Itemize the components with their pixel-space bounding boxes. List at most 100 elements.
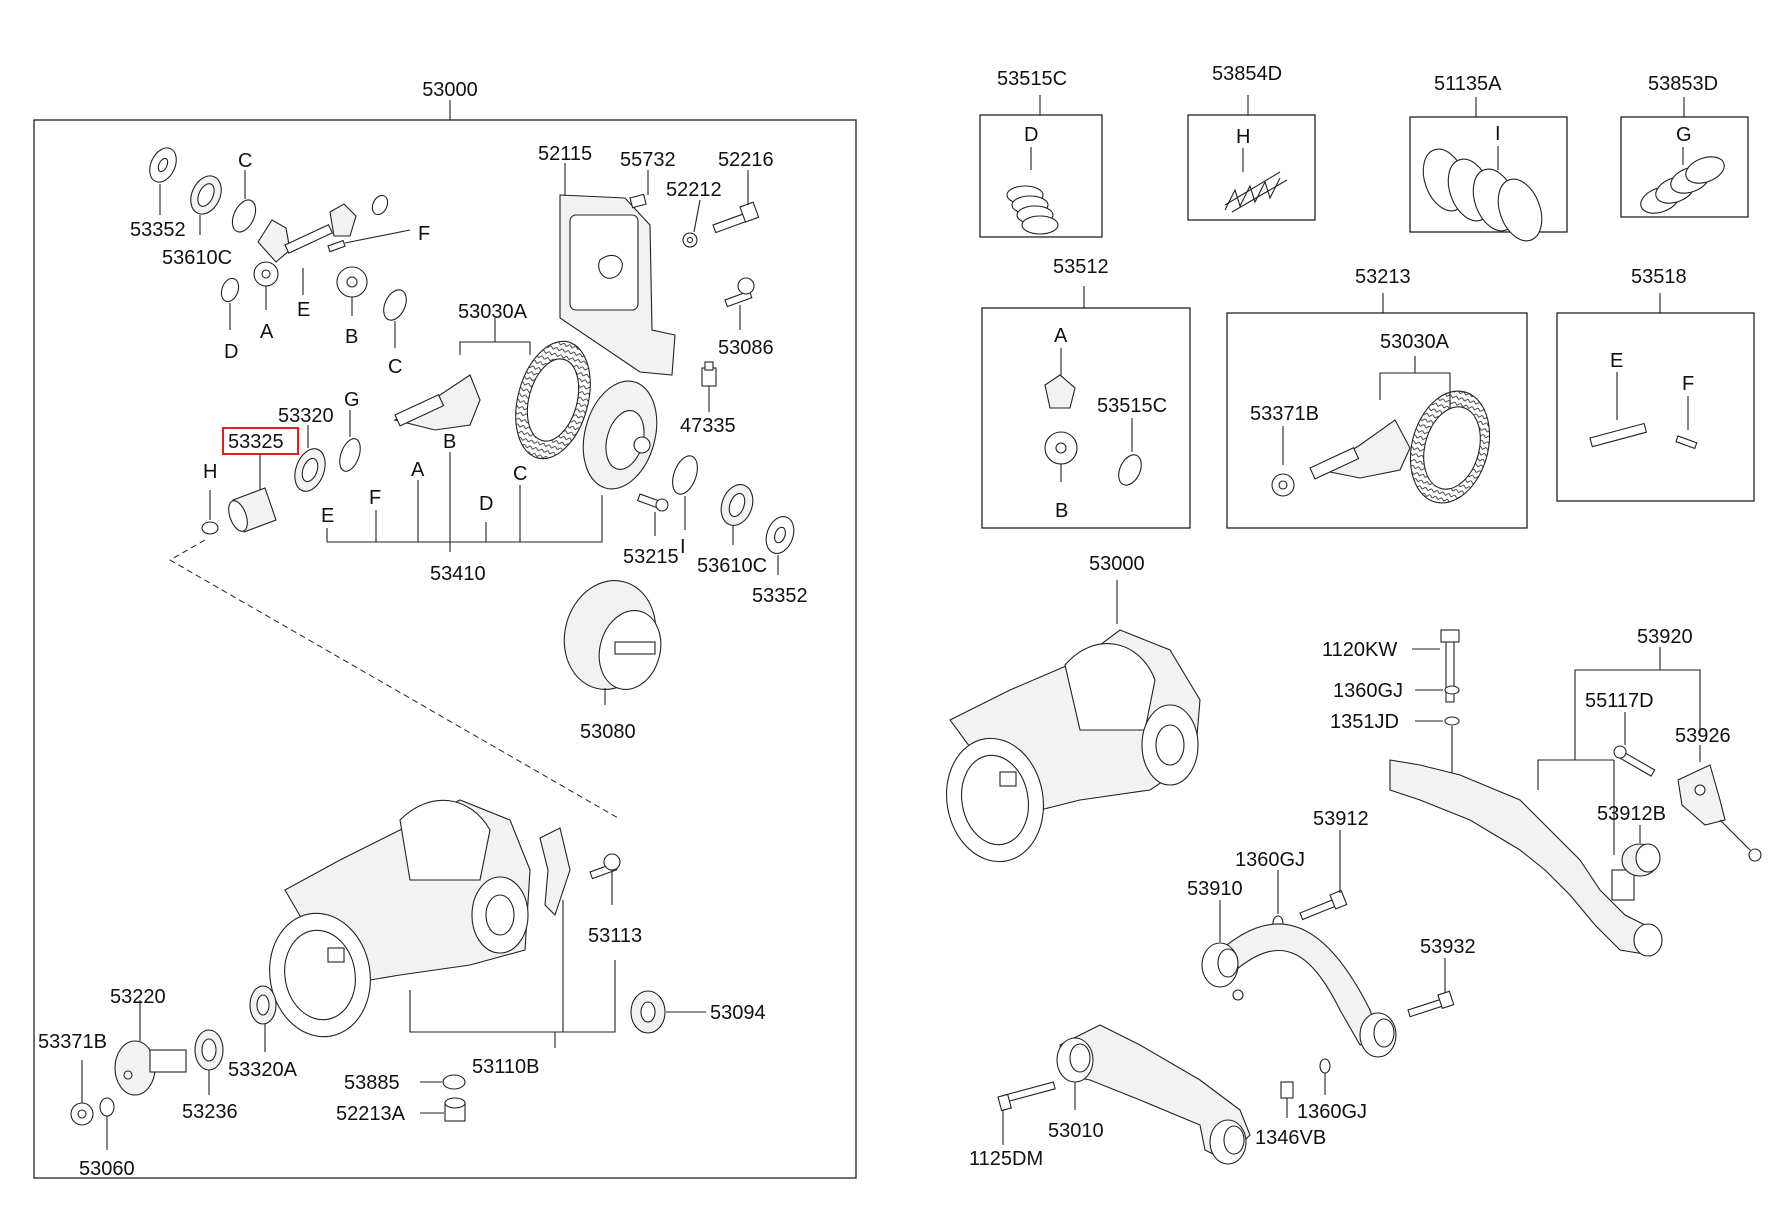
label-52213a[interactable]: 52213A (336, 1103, 406, 1125)
label-kit-51135a-i[interactable]: I (1495, 123, 1501, 145)
label-53060[interactable]: 53060 (79, 1158, 135, 1180)
part-g-shim[interactable]: G (336, 389, 365, 474)
part-53912b-bushing[interactable]: 53912B (1597, 803, 1666, 877)
part-55117d-bolt[interactable]: 55117D (1585, 690, 1656, 777)
label-53220[interactable]: 53220 (110, 986, 166, 1008)
label-53113[interactable]: 53113 (588, 925, 642, 947)
part-53320-bearing[interactable]: 53320 (278, 405, 334, 495)
part-53910-arm[interactable]: 53910 (1187, 878, 1397, 1058)
part-carrier-housing[interactable] (260, 799, 531, 1045)
kit-53854d[interactable]: 53854D H (1187, 63, 1316, 221)
label-52216[interactable]: 52216 (718, 149, 774, 171)
label-53000-right[interactable]: 53000 (1089, 553, 1145, 575)
part-52216-bolt[interactable]: 52216 (712, 149, 774, 234)
part-53926-bracket[interactable]: 53926 (1675, 725, 1762, 862)
part-c-washer-mid[interactable]: C (369, 193, 410, 378)
part-pinion-gear-b[interactable]: B (329, 203, 368, 348)
part-53086-bolt[interactable]: 53086 (718, 277, 774, 359)
label-53236[interactable]: 53236 (182, 1101, 238, 1123)
label-1125dm[interactable]: 1125DM (969, 1148, 1043, 1170)
label-1360gj-b[interactable]: 1360GJ (1235, 849, 1305, 871)
label-kit-53518-e[interactable]: E (1610, 350, 1623, 372)
label-1346vb[interactable]: 1346VB (1255, 1127, 1326, 1149)
label-kit-53854d-h[interactable]: H (1236, 126, 1250, 148)
kit-53853d[interactable]: 53853D G (1620, 73, 1749, 218)
label-kit-53853d-g[interactable]: G (1676, 124, 1692, 146)
part-53352-top[interactable]: 53352 (130, 144, 186, 241)
part-53932-bolt[interactable]: 53932 (1407, 936, 1476, 1018)
part-53610c-top[interactable]: 53610C (162, 171, 232, 269)
label-53610c-top[interactable]: 53610C (162, 247, 232, 269)
label-a-top[interactable]: A (260, 321, 274, 343)
label-kit-53515c-d[interactable]: D (1024, 124, 1038, 146)
label-a-sub[interactable]: A (411, 459, 425, 481)
label-53030a[interactable]: 53030A (458, 301, 528, 323)
part-1346vb-nut[interactable]: 1346VB (1255, 1081, 1326, 1149)
label-53926[interactable]: 53926 (1675, 725, 1731, 747)
part-55732[interactable]: 55732 (620, 149, 676, 209)
label-kit-53213-nut[interactable]: 53371B (1250, 403, 1319, 425)
label-53932[interactable]: 53932 (1420, 936, 1476, 958)
label-53920[interactable]: 53920 (1637, 626, 1693, 648)
kit-53512[interactable]: 53512 A B 53515C (981, 256, 1191, 529)
label-kit-53213-gear[interactable]: 53030A (1380, 331, 1450, 353)
part-f-pin[interactable]: F (327, 223, 430, 253)
label-c-mid[interactable]: C (388, 356, 402, 378)
label-c-sub[interactable]: C (513, 463, 527, 485)
part-1351jd[interactable]: 1351JD (1330, 711, 1460, 780)
label-e-top[interactable]: E (297, 299, 310, 321)
label-1120kw[interactable]: 1120KW (1322, 639, 1397, 661)
kit-53213[interactable]: 53213 53030A 53371B (1226, 266, 1528, 529)
label-53352-mid[interactable]: 53352 (752, 585, 808, 607)
label-55117d[interactable]: 55117D (1585, 690, 1654, 712)
label-f-top[interactable]: F (418, 223, 430, 245)
part-53000-housing-right[interactable]: 53000 (937, 553, 1201, 869)
part-52213a-nut[interactable]: 52213A (336, 1097, 466, 1125)
part-53885-washer[interactable]: 53885 (344, 1072, 466, 1094)
part-53371b-nut[interactable]: 53371B (38, 1031, 107, 1126)
label-c-top[interactable]: C (238, 150, 252, 172)
label-53215[interactable]: 53215 (623, 546, 679, 568)
kit-53518[interactable]: 53518 E F (1556, 266, 1755, 502)
part-53094[interactable]: 53094 (630, 990, 766, 1034)
label-53320[interactable]: 53320 (278, 405, 334, 427)
label-f-sub[interactable]: F (369, 487, 381, 509)
part-crossmember-53920[interactable] (1389, 759, 1663, 957)
kit-51135a[interactable]: 51135A I (1409, 73, 1568, 247)
part-h-ring[interactable]: H (201, 461, 219, 535)
label-53320a[interactable]: 53320A (228, 1059, 298, 1081)
part-53352-mid[interactable]: 53352 (752, 513, 808, 607)
label-52115[interactable]: 52115 (538, 143, 592, 165)
part-52212[interactable]: 52212 (666, 179, 722, 248)
part-d-washer[interactable]: D (218, 276, 241, 363)
label-e-sub[interactable]: E (321, 505, 334, 527)
part-1120kw-bolt[interactable]: 1120KW (1322, 629, 1460, 703)
part-53912-bolt[interactable]: 53912 (1299, 808, 1369, 921)
label-b-sub[interactable]: B (443, 431, 456, 453)
label-kit-53512-c[interactable]: 53515C (1097, 395, 1167, 417)
part-47335[interactable]: 47335 (680, 361, 736, 437)
part-i-shim[interactable]: I (668, 452, 702, 558)
part-1360gj-a[interactable]: 1360GJ (1333, 680, 1460, 702)
label-53885[interactable]: 53885 (344, 1072, 400, 1094)
label-53080[interactable]: 53080 (580, 721, 636, 743)
part-side-gear-a[interactable]: A (253, 219, 291, 343)
part-53030a-ring-pinion[interactable]: 53030A (393, 301, 602, 467)
label-kit-53512-b[interactable]: B (1055, 500, 1068, 522)
label-53086[interactable]: 53086 (718, 337, 774, 359)
label-53910[interactable]: 53910 (1187, 878, 1243, 900)
part-c-washer-top[interactable]: C (228, 150, 260, 236)
label-kit-53515c[interactable]: 53515C (997, 68, 1067, 90)
label-1360gj-c[interactable]: 1360GJ (1297, 1101, 1367, 1123)
part-1360gj-c[interactable]: 1360GJ (1297, 1058, 1367, 1123)
label-d-top[interactable]: D (224, 341, 238, 363)
label-kit-53512-a[interactable]: A (1054, 325, 1068, 347)
part-53320a-bearing[interactable]: 53320A (228, 985, 298, 1081)
part-53060-washer[interactable]: 53060 (79, 1097, 135, 1180)
part-53215-bolt[interactable]: 53215 (623, 493, 679, 568)
label-kit-53512[interactable]: 53512 (1053, 256, 1109, 278)
label-53371b[interactable]: 53371B (38, 1031, 107, 1053)
label-kit-51135a[interactable]: 51135A (1434, 73, 1502, 95)
label-kit-53518[interactable]: 53518 (1631, 266, 1687, 288)
label-53000[interactable]: 53000 (422, 79, 478, 101)
